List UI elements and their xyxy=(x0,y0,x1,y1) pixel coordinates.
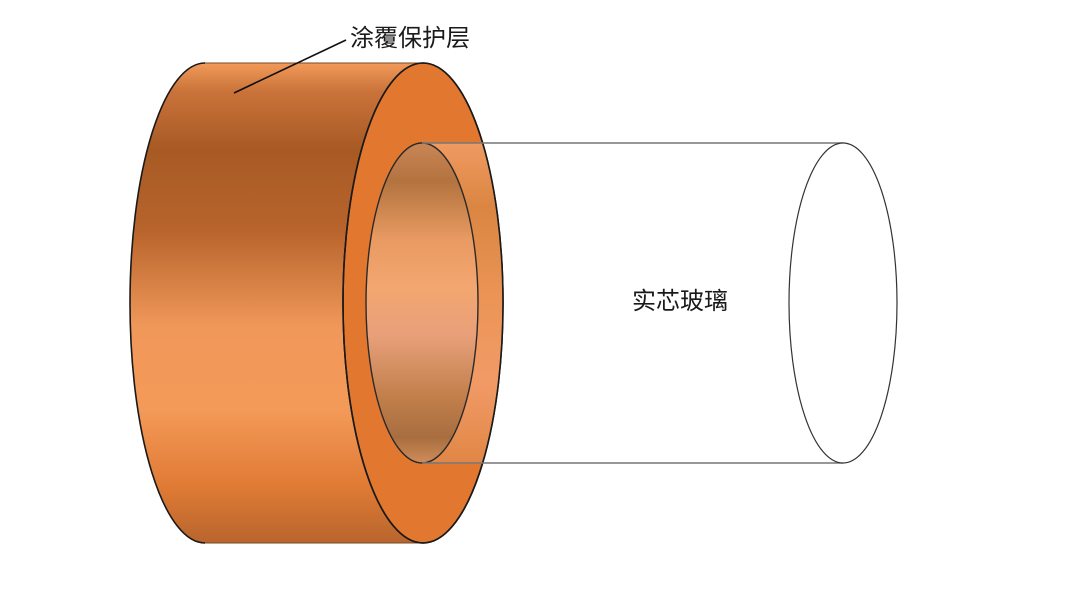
coating-label: 涂覆保护层 xyxy=(350,24,470,52)
coating-inner-hole xyxy=(365,142,479,464)
coating-outer-surface xyxy=(130,63,423,543)
core-label: 实芯玻璃 xyxy=(632,287,728,315)
solid-glass-core xyxy=(422,142,898,464)
glass-end-face xyxy=(788,142,898,464)
coating-leader-line xyxy=(233,39,347,94)
coating-outer-outline xyxy=(129,62,206,544)
coating-layer xyxy=(129,62,504,544)
